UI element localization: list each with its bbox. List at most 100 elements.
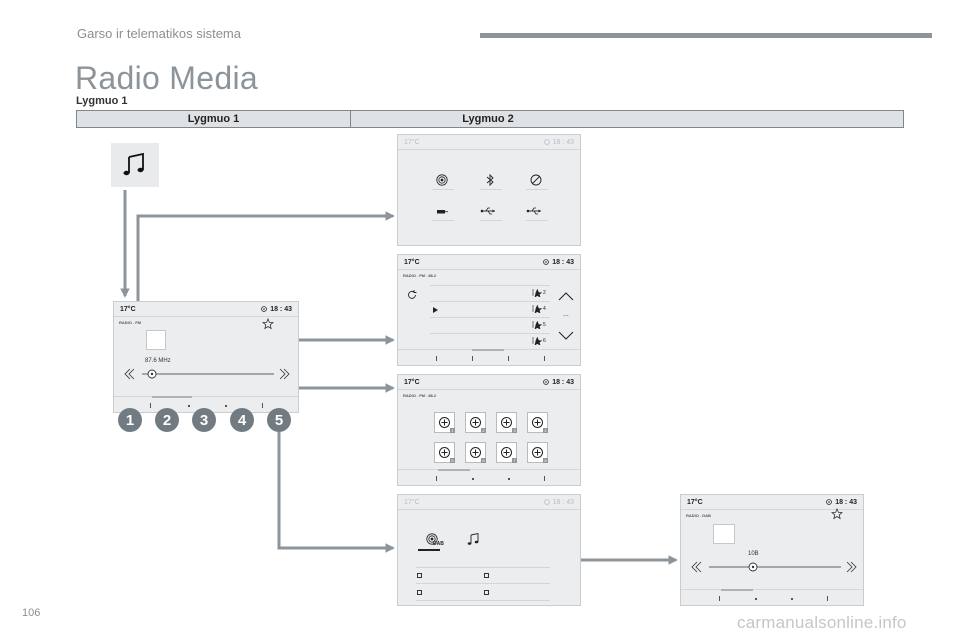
preset-slot[interactable]: 4 [527,412,548,433]
add-circle-icon [439,417,450,428]
radio-band-icon[interactable] [424,532,440,546]
preset-number: 6 [481,458,486,463]
temperature: 17°C [404,498,420,506]
preset-number: 2 [481,428,486,433]
active-tab-indicator [418,549,440,551]
clock-icon [543,139,550,145]
add-circle-icon [501,417,512,428]
preset-star-number: 5 [543,322,546,328]
add-circle-icon [532,417,543,428]
preset-star-icon[interactable] [532,304,542,313]
aux-icon[interactable] [435,207,449,217]
music-note-icon[interactable] [466,532,480,546]
radio-source: RADIO . FM . 88.2 [403,393,437,398]
clock-time: 18 : 43 [552,498,574,506]
clock-time: 18 : 43 [552,138,574,146]
preset-number: 5 [450,458,455,463]
play-icon[interactable] [431,306,439,314]
badge-5: 5 [267,408,291,432]
more-ellipsis[interactable]: ... [563,311,569,318]
preset-slot[interactable]: 2 [465,412,486,433]
preset-number: 1 [450,428,455,433]
preset-slot[interactable]: 5 [434,442,455,463]
frequency-slider[interactable] [124,366,290,382]
preset-number: 3 [512,428,517,433]
temperature: 17°C [404,378,420,386]
preset-star-icon[interactable] [532,288,542,297]
temperature: 17°C [687,498,703,506]
clock-icon [826,499,833,505]
add-circle-icon [439,447,450,458]
page-number: 106 [22,607,41,619]
temperature: 17°C [120,305,136,313]
sources-screen: 17°C 18 : 43 [397,134,581,246]
station-artwork [146,330,166,350]
preset-number: 7 [512,458,517,463]
refresh-icon[interactable] [406,289,418,301]
preset-star-number: 4 [543,306,546,312]
dab-radio-screen: 17°C 18 : 43 RADIO . DAB 10B [680,494,864,606]
preset-number: 4 [543,428,548,433]
header-rule [480,33,932,38]
badge-2: 2 [155,408,179,432]
presets-grid-screen: 17°C 18 : 43 RADIO . FM . 88.2 1 2 3 4 5… [397,374,581,486]
badge-1: 1 [118,408,142,432]
badge-4: 4 [230,408,254,432]
favorite-star-icon[interactable] [262,318,274,330]
watermark: carmanualsonline.info [737,613,907,632]
band-select-screen: 17°C 18 : 43 DAB [397,494,581,606]
preset-slot[interactable]: 8 [527,442,548,463]
chevron-down-icon[interactable] [557,331,575,341]
clock-icon [261,306,268,312]
clock-time: 18 : 43 [552,378,574,386]
music-note-tile[interactable] [111,143,159,187]
preset-slot[interactable]: 7 [496,442,517,463]
preset-star-number: 6 [543,338,546,344]
add-circle-icon [532,447,543,458]
add-circle-icon [470,447,481,458]
clock-icon [543,379,550,385]
clock-time: 18 : 43 [270,305,292,313]
preset-star-number: 2 [543,290,546,296]
station-artwork [713,524,735,544]
preset-slot[interactable]: 1 [434,412,455,433]
preset-number: 8 [543,458,548,463]
preset-slot[interactable]: 6 [465,442,486,463]
option-checkbox[interactable] [484,590,489,595]
add-circle-icon [470,417,481,428]
temperature: 17°C [404,138,420,146]
clock-time: 18 : 43 [552,258,574,266]
badge-3: 3 [192,408,216,432]
clock-icon [543,259,550,265]
level-1-header: Lygmuo 1 [77,111,351,127]
preset-star-icon[interactable] [532,320,542,329]
clock-icon [543,499,550,505]
option-checkbox[interactable] [484,573,489,578]
bluetooth-icon[interactable] [482,173,498,187]
level-2-header: Lygmuo 2 [462,113,514,125]
dab-channel: 10B [748,551,759,557]
no-disc-icon[interactable] [528,173,544,187]
levels-table: Lygmuo 1 Lygmuo 2 [76,110,904,128]
radio-source: RADIO . FM . 88.2 [403,273,437,278]
option-checkbox[interactable] [417,573,422,578]
option-checkbox[interactable] [417,590,422,595]
add-circle-icon [501,447,512,458]
music-note-icon [123,152,144,176]
chevron-up-icon[interactable] [557,291,575,301]
usb-2-icon[interactable] [526,205,544,217]
main-radio-screen: 17°C 18 : 43 RADIO . FM 87.6 MHz [113,301,299,413]
level-subtitle: Lygmuo 1 [76,95,128,107]
channel-slider[interactable] [691,559,857,575]
favorite-star-icon[interactable] [831,508,843,520]
frequency-readout: 87.6 MHz [145,358,171,364]
radio-source-icon[interactable] [434,173,450,187]
dab-label: DAB [433,541,444,547]
preset-star-icon[interactable] [532,336,542,345]
section-title: Garso ir telematikos sistema [77,26,241,41]
page-title: Radio Media [75,60,258,96]
preset-slot[interactable]: 3 [496,412,517,433]
radio-source: RADIO . FM [119,320,141,325]
presets-list-screen: 17°C 18 : 43 RADIO . FM . 88.2 2 4 5 6 .… [397,254,581,366]
usb-icon[interactable] [480,205,498,217]
